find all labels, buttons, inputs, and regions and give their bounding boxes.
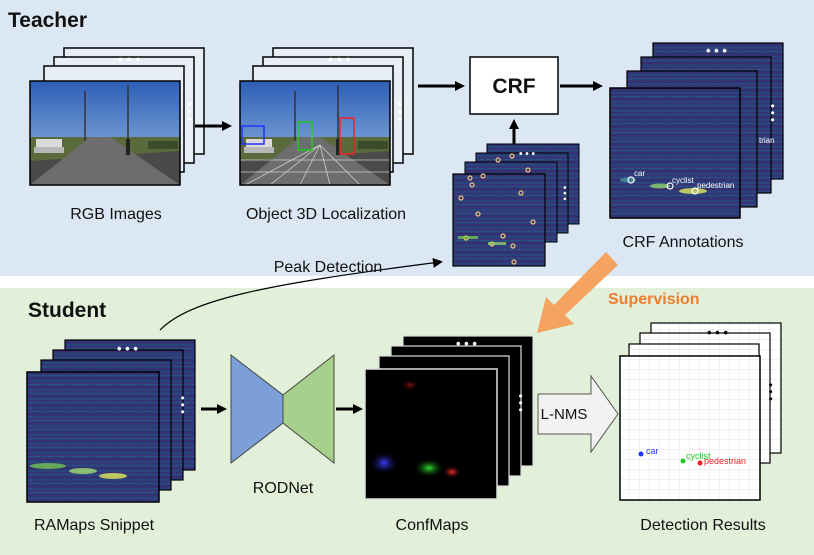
crf-pedestrian-annotation: pedestrian: [697, 181, 734, 190]
ellipsis-icon: • • •: [117, 341, 138, 356]
detection-results-stack: car cyclist pedestrian • • • • • •: [619, 322, 782, 501]
localization-stack: • • • • • •: [239, 47, 414, 186]
ellipsis-icon: • • •: [456, 336, 477, 351]
rgb-image-stack: • • • • • •: [29, 47, 205, 186]
ellipsis-icon: • • •: [707, 325, 728, 340]
ellipsis-icon: • • •: [766, 104, 778, 122]
crf-cyclist-annotation: cyclist: [672, 176, 695, 185]
det-pedestrian-label: pedestrian: [704, 456, 746, 466]
ellipsis-icon: • • •: [706, 43, 727, 58]
supervision-label: Supervision: [608, 291, 700, 308]
object-localization-label: Object 3D Localization: [246, 206, 406, 223]
ellipsis-icon: • • •: [183, 102, 197, 121]
crf-label: CRF: [492, 75, 535, 98]
ramaps-snippet-label: RAMaps Snippet: [34, 517, 155, 534]
detection-results-label: Detection Results: [640, 517, 765, 534]
peak-detection-label: Peak Detection: [274, 259, 383, 276]
confmaps-stack: • • • • • •: [364, 335, 534, 500]
det-cyclist-label: cyclist: [686, 451, 711, 461]
ellipsis-icon: • • •: [328, 51, 351, 67]
ellipsis-icon: • • •: [514, 394, 526, 412]
crf-annotations-label: CRF Annotations: [623, 234, 744, 251]
rodnet-decoder: [282, 353, 335, 465]
lnms-label: L-NMS: [541, 406, 588, 423]
supervision-arrow: [537, 252, 618, 333]
ellipsis-icon: • • •: [118, 51, 141, 67]
peak-detection-arc: [159, 257, 443, 331]
rgb-images-label: RGB Images: [70, 206, 162, 223]
crf-clipped-annotation: trian: [759, 136, 775, 145]
crf-box: [469, 56, 559, 115]
confmaps-label: ConfMaps: [396, 517, 469, 534]
peak-detection-stack: • • • • • •: [452, 143, 580, 267]
ellipsis-icon: • • •: [176, 396, 188, 414]
lnms-arrow: [537, 374, 619, 454]
ellipsis-icon: • • •: [519, 149, 536, 160]
ellipsis-icon: • • •: [560, 186, 570, 200]
rodnet-label: RODNet: [253, 480, 314, 497]
det-car-label: car: [646, 446, 659, 456]
ellipsis-icon: • • •: [393, 102, 407, 121]
teacher-title: Teacher: [8, 9, 87, 32]
ellipsis-icon: • • •: [764, 383, 776, 401]
crf-car-annotation: car: [634, 169, 645, 178]
ramaps-stack: • • • • • •: [26, 339, 196, 503]
student-title: Student: [28, 299, 106, 322]
crf-annotation-stack: car cyclist pedestrian trian • • • • • •: [609, 42, 784, 219]
